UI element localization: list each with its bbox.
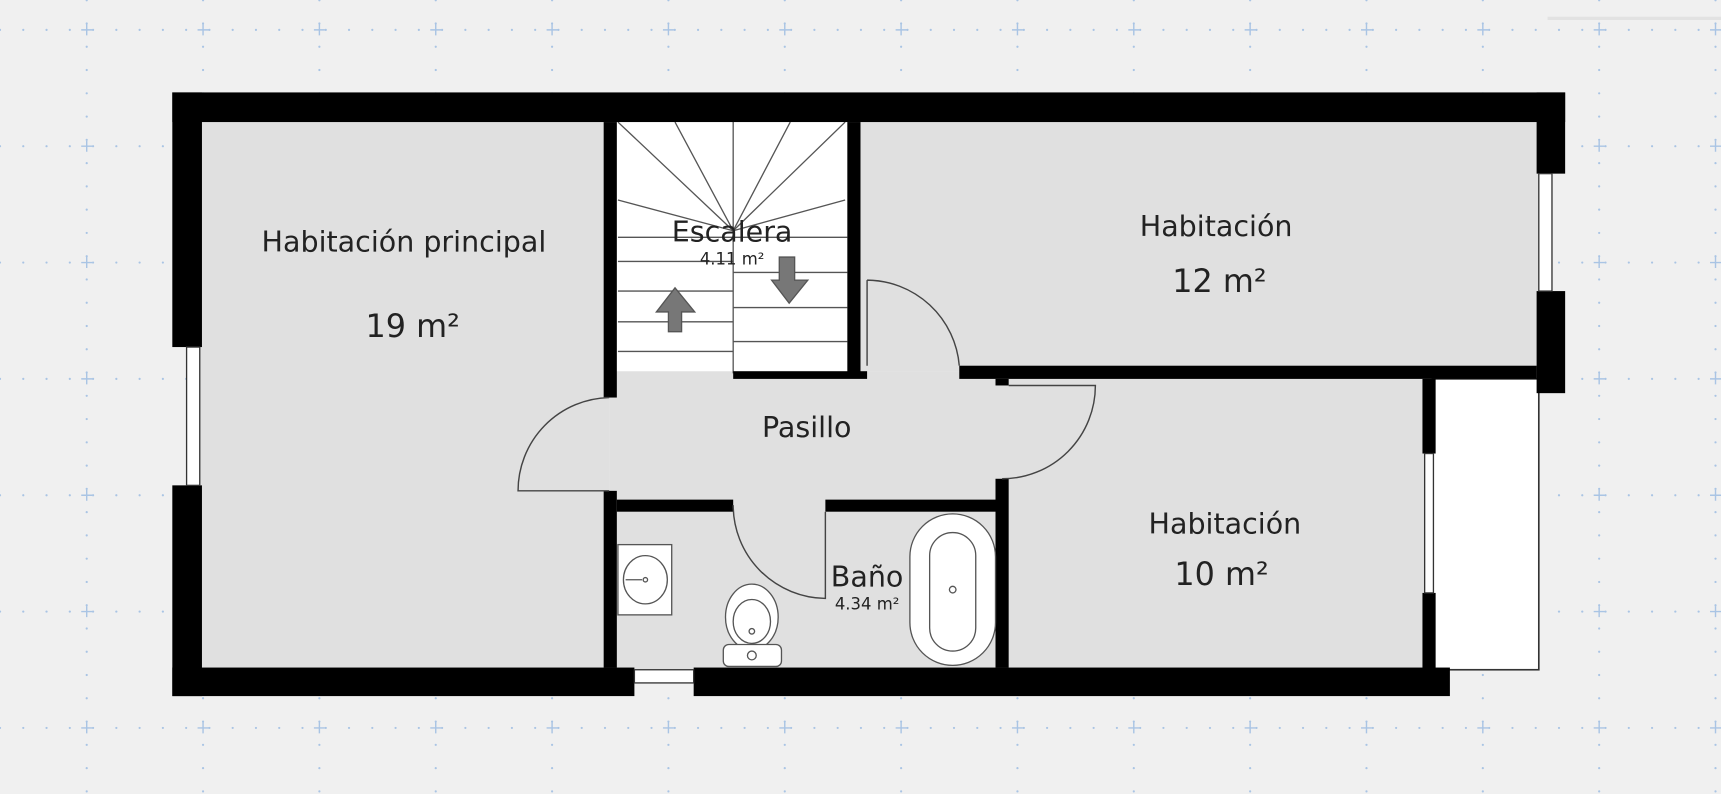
toolbar-edge [1547, 16, 1721, 20]
window-bathroom [633, 669, 695, 684]
room-name-bathroom: Baño [831, 560, 904, 593]
window-master [185, 346, 201, 487]
door-bedroom2 [1002, 384, 1097, 480]
walls [172, 92, 1566, 697]
room-floors [197, 118, 1541, 672]
windows [185, 172, 1553, 684]
toilet-icon [722, 583, 783, 668]
bathroom-fixtures [617, 513, 997, 668]
room-bedroom2-floor[interactable] [1000, 375, 1430, 672]
room-name-bedroom2: Habitación [1149, 508, 1302, 541]
room-name-hall: Pasillo [762, 411, 851, 444]
arrow-down-icon [770, 256, 810, 305]
arrow-up-icon [655, 286, 697, 333]
room-area-stairs: 4.11 m² [700, 250, 765, 269]
room-name-bedroom1: Habitación [1140, 210, 1293, 243]
door-bedroom1 [866, 279, 960, 366]
room-area-bedroom1: 12 m² [1172, 262, 1266, 300]
sink-icon [617, 543, 673, 616]
room-bedroom1-floor[interactable] [856, 118, 1541, 372]
room-master-floor[interactable] [197, 118, 610, 672]
window-bedroom2 [1423, 452, 1435, 594]
door-bathroom [732, 505, 827, 600]
room-area-bathroom: 4.34 m² [835, 594, 899, 613]
window-bedroom1 [1538, 172, 1553, 292]
room-name-master: Habitación principal [262, 226, 547, 259]
balcony [1431, 378, 1540, 671]
staircase[interactable] [616, 121, 848, 374]
doors[interactable] [517, 279, 1097, 600]
room-area-master: 19 m² [366, 307, 460, 345]
room-name-stairs: Escalera [672, 216, 793, 249]
bathtub-icon [909, 513, 997, 667]
room-area-bedroom2: 10 m² [1174, 555, 1268, 593]
room-hall-floor[interactable] [609, 371, 1005, 509]
door-master [517, 396, 610, 492]
